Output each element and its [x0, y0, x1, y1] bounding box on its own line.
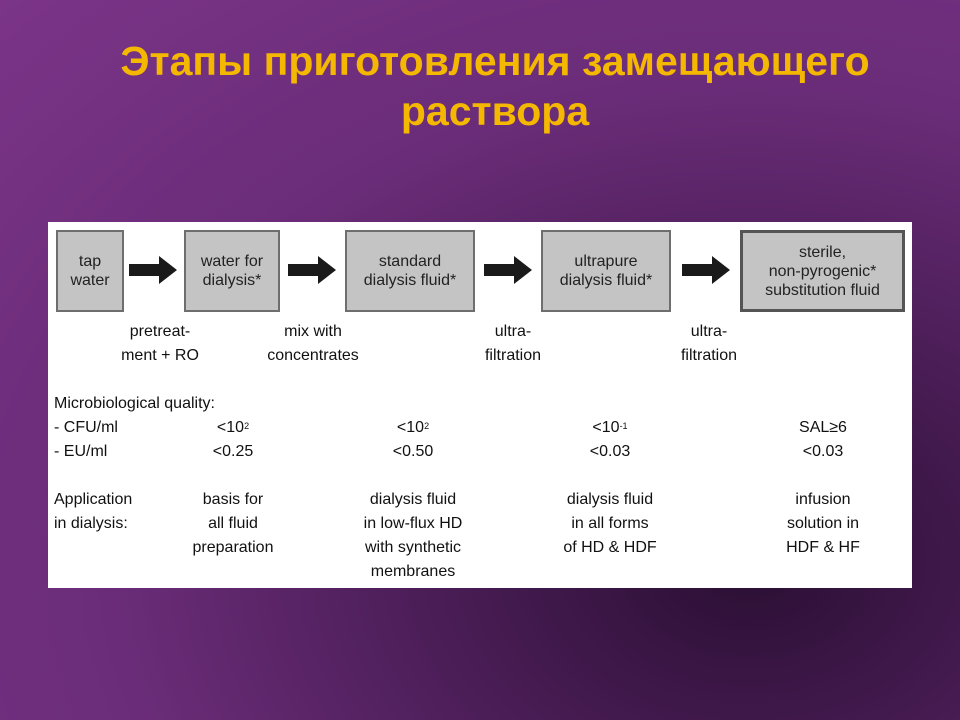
right-arrow-icon: [682, 256, 730, 284]
right-arrow-icon: [129, 256, 177, 284]
application-line: dialysis fluid: [566, 491, 654, 508]
step-label-line: mix with: [284, 323, 342, 340]
stage-label: dialysis*: [202, 272, 262, 289]
cfu-value: <102: [183, 416, 283, 440]
title-line-2: раствора: [400, 88, 590, 134]
stage-label: standard: [378, 253, 442, 270]
stage-box-sterile-substitution-fluid: sterile, non-pyrogenic* substitution flu…: [740, 230, 905, 312]
cfu-value: <102: [363, 416, 463, 440]
application-line: in all forms: [571, 515, 649, 532]
stage-label: non-pyrogenic*: [768, 262, 877, 280]
step-label-line: pretreat-: [129, 323, 191, 340]
application-label: Application in dialysis:: [54, 488, 132, 536]
stage-label: ultrapure: [574, 253, 638, 270]
eu-value: <0.03: [802, 443, 844, 460]
cfu-value: SAL≥6: [773, 416, 873, 440]
stage-label: dialysis fluid*: [559, 272, 653, 289]
cfu-exponent: 2: [424, 421, 430, 431]
application-line: membranes: [370, 563, 456, 580]
stage-label: water for: [200, 253, 264, 270]
application-column: dialysis fluid in all forms of HD & HDF: [535, 488, 685, 560]
eu-label: - EU/ml: [54, 443, 108, 460]
application-column: basis for all fluid preparation: [163, 488, 303, 560]
cfu-base: SAL≥6: [799, 419, 847, 436]
step-label-ultrafiltration-1: ultra- filtration: [463, 320, 563, 368]
step-label-line: concentrates: [267, 347, 359, 364]
eu-value: <0.50: [392, 443, 434, 460]
cfu-base: <10: [396, 419, 425, 436]
cfu-exponent: -1: [619, 421, 628, 431]
step-label-pretreatment: pretreat- ment + RO: [95, 320, 225, 368]
eu-value: <0.25: [212, 443, 254, 460]
stage-box-standard-dialysis-fluid: standard dialysis fluid*: [345, 230, 475, 312]
stage-label: substitution fluid: [765, 281, 880, 299]
title-line-1: Этапы приготовления замещающего: [120, 38, 870, 84]
application-line: preparation: [192, 539, 274, 556]
stage-label: water: [70, 272, 110, 289]
cfu-value: <10-1: [560, 416, 660, 440]
stage-label: sterile,: [798, 243, 847, 261]
cfu-exponent: 2: [244, 421, 250, 431]
step-label-mix: mix with concentrates: [243, 320, 383, 368]
eu-value: <0.03: [589, 443, 631, 460]
cfu-base: <10: [592, 419, 620, 436]
application-line: basis for: [202, 491, 264, 508]
stage-label: tap: [78, 253, 102, 270]
quality-heading: Microbiological quality:: [54, 395, 215, 412]
stage-box-tap-water: tap water: [56, 230, 124, 312]
step-label-line: ultra-: [494, 323, 532, 340]
stage-box-ultrapure-dialysis-fluid: ultrapure dialysis fluid*: [541, 230, 671, 312]
slide-title: Этапы приготовления замещающего раствора: [20, 36, 960, 136]
right-arrow-icon: [288, 256, 336, 284]
application-line: HDF & HF: [786, 539, 860, 556]
cfu-label: - CFU/ml: [54, 419, 118, 436]
cfu-base: <10: [216, 419, 245, 436]
application-line: with synthetic: [364, 539, 462, 556]
application-line: solution in: [786, 515, 860, 532]
step-label-line: filtration: [680, 347, 738, 364]
application-label-line: in dialysis:: [54, 515, 128, 532]
application-line: infusion: [795, 491, 851, 508]
step-label-ultrafiltration-2: ultra- filtration: [659, 320, 759, 368]
process-diagram: tap water water for dialysis* standard d…: [48, 222, 912, 588]
application-line: in low-flux HD: [363, 515, 463, 532]
application-line: of HD & HDF: [563, 539, 657, 556]
application-line: all fluid: [208, 515, 258, 532]
step-label-line: ultra-: [690, 323, 728, 340]
right-arrow-icon: [484, 256, 532, 284]
step-label-line: ment + RO: [121, 347, 199, 364]
stage-box-water-for-dialysis: water for dialysis*: [184, 230, 280, 312]
application-column: dialysis fluid in low-flux HD with synth…: [338, 488, 488, 584]
stage-label: dialysis fluid*: [363, 272, 457, 289]
application-label-line: Application: [54, 491, 133, 508]
application-line: dialysis fluid: [369, 491, 457, 508]
application-column: infusion solution in HDF & HF: [748, 488, 898, 560]
step-label-line: filtration: [484, 347, 542, 364]
